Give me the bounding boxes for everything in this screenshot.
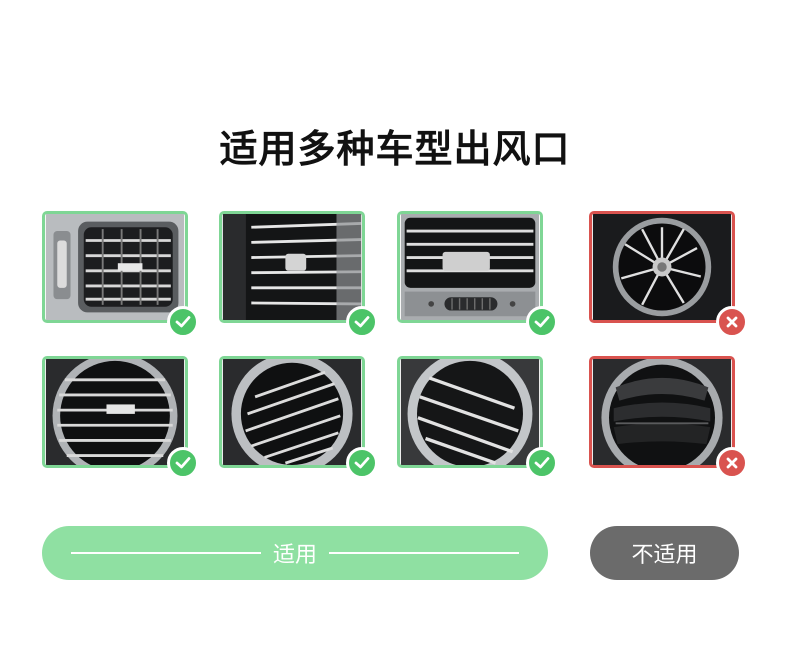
cross-icon xyxy=(716,447,748,479)
vent-tile-8 xyxy=(589,356,735,468)
check-icon xyxy=(167,447,199,479)
vent-tile-2 xyxy=(219,211,365,323)
suitable-label: 适用 xyxy=(272,543,317,568)
vent-image-horizontal-slats-clip xyxy=(222,214,362,320)
vent-tile-3 xyxy=(397,211,543,323)
vent-image-round-horizontal xyxy=(45,359,185,465)
check-icon xyxy=(167,306,199,338)
vent-tile-6 xyxy=(219,356,365,468)
suitable-label-pill: 适用 xyxy=(42,526,548,580)
unsuitable-label-pill: 不适用 xyxy=(590,526,739,580)
vent-image-round-shutter xyxy=(592,359,732,465)
check-icon xyxy=(346,447,378,479)
divider-right xyxy=(329,552,519,554)
page-title: 适用多种车型出风口 xyxy=(219,127,571,171)
vent-tile-5 xyxy=(42,356,188,468)
vent-image-rect-grid xyxy=(45,214,185,320)
cross-icon xyxy=(716,306,748,338)
divider-left xyxy=(70,552,261,554)
vent-tile-4 xyxy=(589,211,735,323)
vent-image-round-spoke xyxy=(592,214,732,320)
vent-image-round-diagonal xyxy=(222,359,362,465)
check-icon xyxy=(526,447,558,479)
unsuitable-label: 不适用 xyxy=(631,543,698,568)
vent-image-round-diagonal-wide xyxy=(400,359,540,465)
vent-tile-1 xyxy=(42,211,188,323)
check-icon xyxy=(526,306,558,338)
check-icon xyxy=(346,306,378,338)
vent-tile-7 xyxy=(397,356,543,468)
vent-image-horizontal-slats-wheel xyxy=(400,214,540,320)
